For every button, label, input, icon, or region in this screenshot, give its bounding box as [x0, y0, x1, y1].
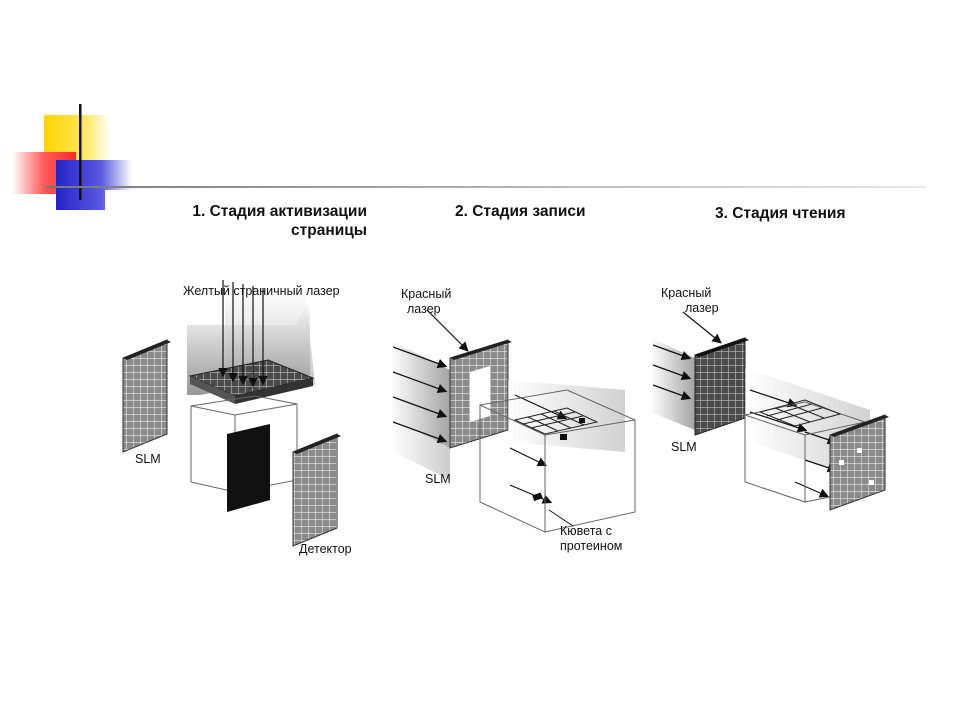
cuvette-label: Кювета с протеином	[560, 524, 622, 554]
stage-2-red-laser-line-2: лазер	[407, 302, 441, 316]
stage-1-title-line-2: страницы	[291, 222, 367, 239]
stage-2-red-laser-line-1: Красный	[401, 287, 452, 301]
deco-vertical-line	[79, 104, 82, 200]
stage-3-illustration	[650, 311, 889, 511]
stage-3-red-laser-line-1: Красный	[661, 286, 712, 300]
stage-1-title-line-1: 1. Стадия активизации	[192, 203, 367, 220]
cuvette-label-line-2: протеином	[560, 539, 623, 553]
stages-illustration	[105, 190, 910, 570]
stage-2-red-laser-label: Красный лазер	[401, 287, 451, 317]
stage-3-red-laser-line-2: лазер	[685, 301, 719, 315]
stage-3-red-laser-label: Красный лазер	[661, 286, 719, 316]
yellow-laser-label: Желтый страничный лазер	[183, 284, 340, 298]
stage-2-slm-panel	[449, 339, 512, 449]
stage-3-slm-panel	[694, 337, 749, 436]
stage-2-beam-arrows	[392, 309, 469, 444]
stage-2-title: 2. Стадия записи	[455, 203, 586, 220]
detector-label: Детектор	[299, 542, 352, 556]
stage-1-slm-panel	[122, 339, 171, 453]
stage-1-activated-page	[227, 424, 270, 512]
protein-memory-diagram: 1. Стадия активизации страницы 2. Стадия…	[105, 190, 910, 570]
stage-2-grid-inside	[513, 407, 599, 435]
stage-1-slm-label: SLM	[135, 452, 161, 466]
stage-3-slm-label: SLM	[671, 440, 697, 454]
stage-3-grid-inside	[758, 399, 842, 427]
stage-2-written-bit	[532, 492, 543, 502]
stage-2-illustration	[390, 309, 636, 533]
stage-1-detector-panel	[292, 433, 341, 547]
stage-2-cuvette-cube	[479, 389, 636, 533]
cuvette-label-line-1: Кювета с	[560, 524, 612, 538]
stage-1-title: 1. Стадия активизации страницы	[125, 202, 367, 240]
stage-2-slm-label: SLM	[425, 472, 451, 486]
stage-3-beam-arrows	[652, 311, 722, 401]
stage-3-detector-panel	[829, 414, 889, 511]
stage-1-illustration	[122, 280, 341, 547]
stage-3-title: 3. Стадия чтения	[715, 205, 846, 222]
cuvette-pointer-line	[548, 509, 574, 527]
stage-1-laser-arrows	[218, 280, 268, 388]
deco-horizontal-line	[46, 186, 926, 188]
